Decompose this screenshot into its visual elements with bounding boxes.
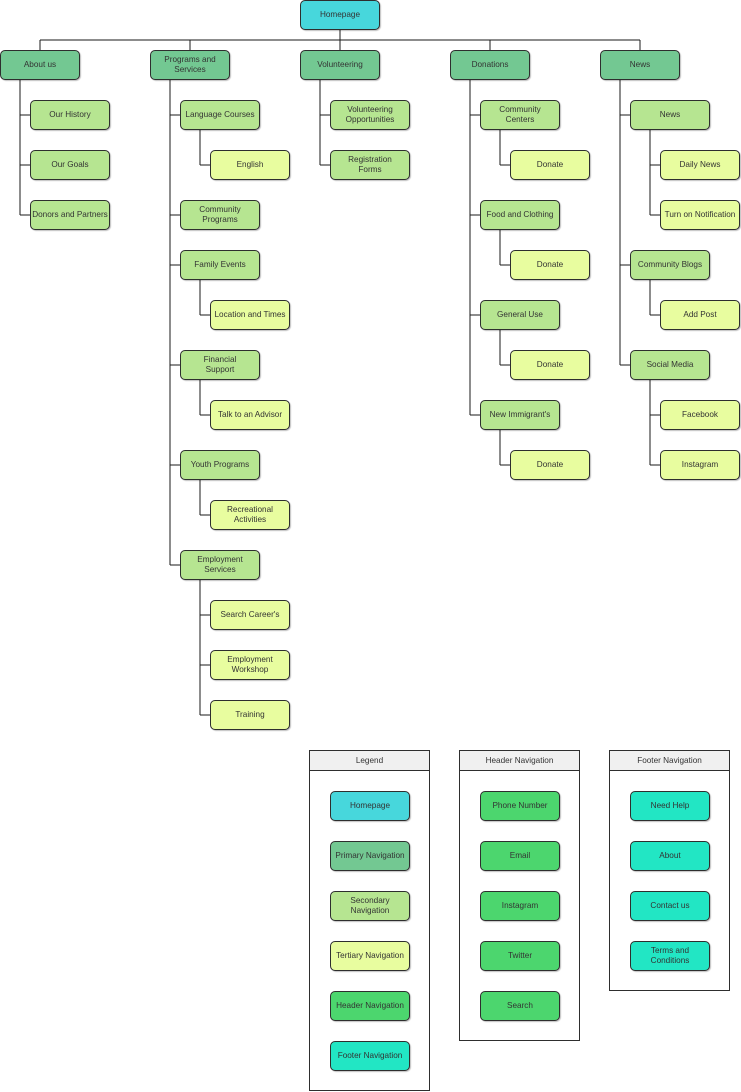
footer-navigation-title: Footer Navigation — [610, 751, 729, 771]
node-prog-financial: Financial Support — [180, 350, 260, 380]
node-news-add-post: Add Post — [660, 300, 740, 330]
legend-title: Legend — [310, 751, 429, 771]
node-news: News — [600, 50, 680, 80]
footer-navigation-item-terms-and-conditions: Terms and Conditions — [630, 941, 710, 971]
legend-item-homepage: Homepage — [330, 791, 410, 821]
node-don-immigrant-donate: Donate — [510, 450, 590, 480]
node-about-goals: Our Goals — [30, 150, 110, 180]
footer-navigation-item-about: About — [630, 841, 710, 871]
header-navigation-item-twitter: Twitter — [480, 941, 560, 971]
node-don-food: Food and Clothing — [480, 200, 560, 230]
node-prog-community: Community Programs — [180, 200, 260, 230]
node-news-instagram: Instagram — [660, 450, 740, 480]
node-don-centers: Community Centers — [480, 100, 560, 130]
node-about-history: Our History — [30, 100, 110, 130]
node-news-blogs: Community Blogs — [630, 250, 710, 280]
node-don-general-donate: Donate — [510, 350, 590, 380]
node-don-immigrant: New Immigrant's — [480, 400, 560, 430]
node-about-donors: Donors and Partners — [30, 200, 110, 230]
node-vol-registration: Registration Forms — [330, 150, 410, 180]
node-vol-opportunities: Volunteering Opportunities — [330, 100, 410, 130]
footer-navigation-item-contact-us: Contact us — [630, 891, 710, 921]
node-prog-workshop: Employment Workshop — [210, 650, 290, 680]
legend-item-secondary-navigation: Secondary Navigation — [330, 891, 410, 921]
node-prog-advisor: Talk to an Advisor — [210, 400, 290, 430]
header-navigation-item-instagram: Instagram — [480, 891, 560, 921]
legend-item-primary-navigation: Primary Navigation — [330, 841, 410, 871]
legend-item-header-navigation: Header Navigation — [330, 991, 410, 1021]
header-navigation-item-search: Search — [480, 991, 560, 1021]
header-navigation-title: Header Navigation — [460, 751, 579, 771]
node-about: About us — [0, 50, 80, 80]
node-news-facebook: Facebook — [660, 400, 740, 430]
node-homepage: Homepage — [300, 0, 380, 30]
node-volunteering: Volunteering — [300, 50, 380, 80]
node-programs: Programs and Services — [150, 50, 230, 80]
node-news-notification: Turn on Notification — [660, 200, 740, 230]
node-news-daily: Daily News — [660, 150, 740, 180]
node-news-news: News — [630, 100, 710, 130]
node-prog-youth: Youth Programs — [180, 450, 260, 480]
legend-item-tertiary-navigation: Tertiary Navigation — [330, 941, 410, 971]
node-prog-family: Family Events — [180, 250, 260, 280]
node-don-centers-donate: Donate — [510, 150, 590, 180]
node-prog-careers: Search Career's — [210, 600, 290, 630]
node-prog-language: Language Courses — [180, 100, 260, 130]
node-prog-training: Training — [210, 700, 290, 730]
footer-navigation-item-need-help: Need Help — [630, 791, 710, 821]
header-navigation-item-email: Email — [480, 841, 560, 871]
node-news-social: Social Media — [630, 350, 710, 380]
node-donations: Donations — [450, 50, 530, 80]
legend-item-footer-navigation: Footer Navigation — [330, 1041, 410, 1071]
node-don-general: General Use — [480, 300, 560, 330]
header-navigation-item-phone-number: Phone Number — [480, 791, 560, 821]
node-don-food-donate: Donate — [510, 250, 590, 280]
node-prog-location: Location and Times — [210, 300, 290, 330]
node-prog-employment: Employment Services — [180, 550, 260, 580]
node-prog-recreational: Recreational Activities — [210, 500, 290, 530]
node-prog-english: English — [210, 150, 290, 180]
